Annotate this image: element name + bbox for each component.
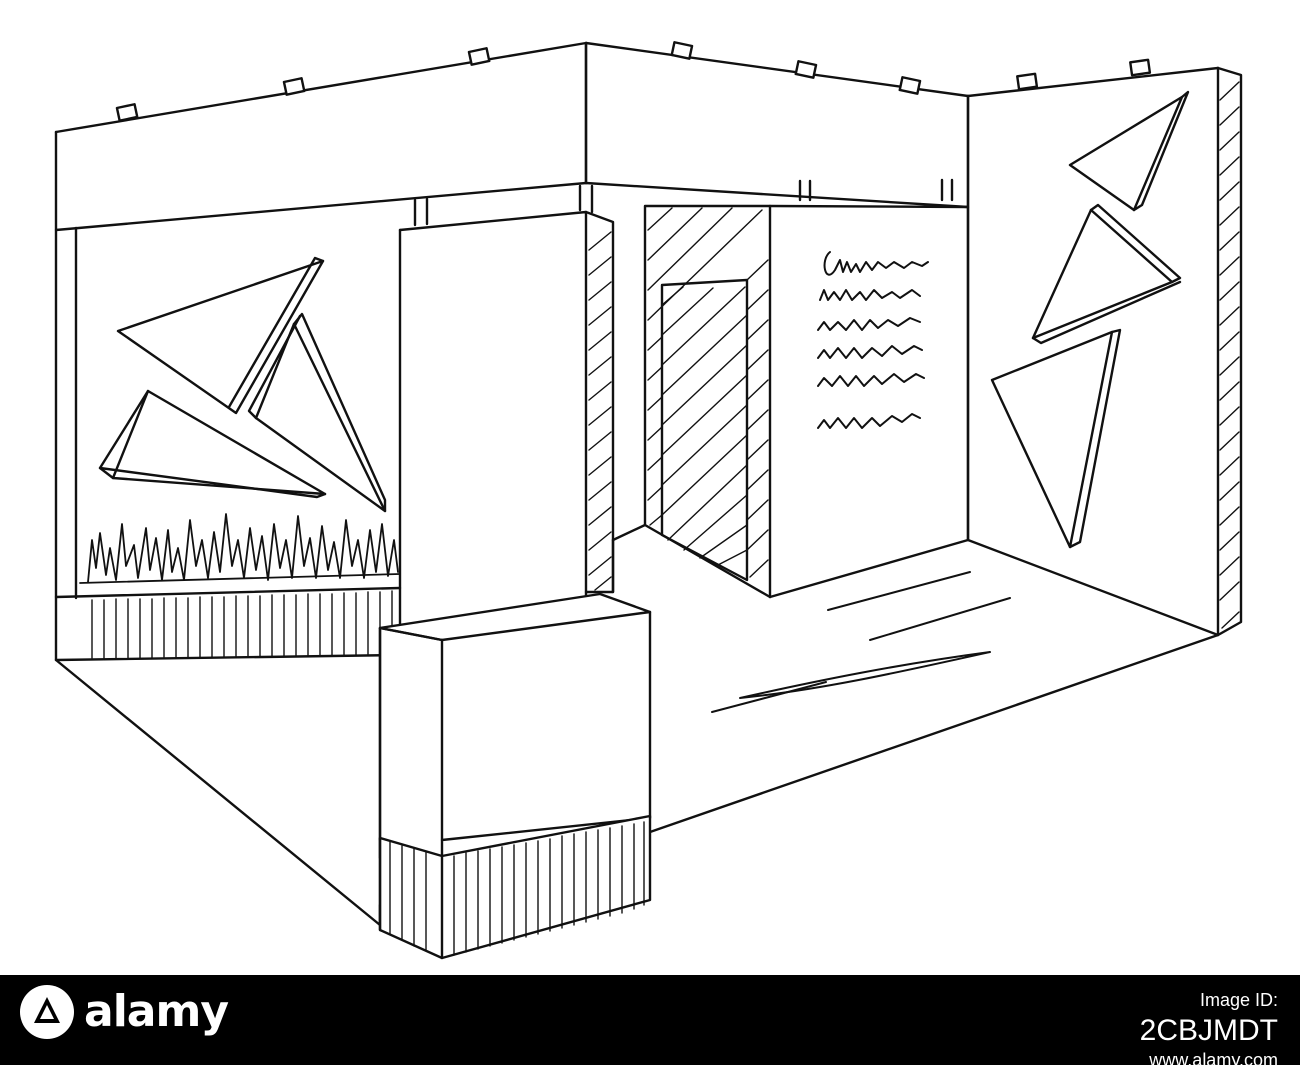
center-panel bbox=[398, 210, 615, 627]
cabin-hatching bbox=[647, 207, 769, 578]
right-wall bbox=[966, 66, 1243, 637]
header-fascia bbox=[54, 41, 1220, 232]
image-id-value: 2CBJMDT bbox=[1139, 1013, 1278, 1047]
alamy-logo-text: alamy bbox=[84, 986, 229, 1037]
left-wall-triangles bbox=[98, 256, 387, 513]
floor bbox=[378, 538, 1220, 927]
booth-illustration bbox=[54, 41, 1243, 960]
image-id-block: Image ID: 2CBJMDT www.alamy.com bbox=[1140, 989, 1278, 1072]
scribble-text bbox=[817, 251, 929, 429]
footer-bar: alamy Image ID: 2CBJMDT www.alamy.com bbox=[0, 975, 1300, 1070]
desk-base-slats bbox=[389, 821, 645, 956]
right-pillar-hatching bbox=[1219, 81, 1240, 629]
spotlight-icon bbox=[115, 41, 1152, 122]
alamy-logo[interactable]: alamy bbox=[18, 983, 229, 1041]
site-url[interactable]: www.alamy.com bbox=[1149, 1050, 1278, 1070]
center-pillar-hatching bbox=[588, 231, 612, 591]
image-id-label: Image ID: bbox=[1199, 990, 1278, 1010]
left-wall-base bbox=[91, 590, 393, 659]
grass-decoration bbox=[79, 513, 401, 584]
alamy-logo-icon bbox=[20, 985, 74, 1039]
left-wall bbox=[54, 226, 402, 927]
header-brackets bbox=[413, 178, 954, 227]
back-cabin bbox=[611, 204, 970, 599]
desk-base bbox=[378, 814, 652, 960]
right-wall-triangles bbox=[990, 90, 1190, 549]
